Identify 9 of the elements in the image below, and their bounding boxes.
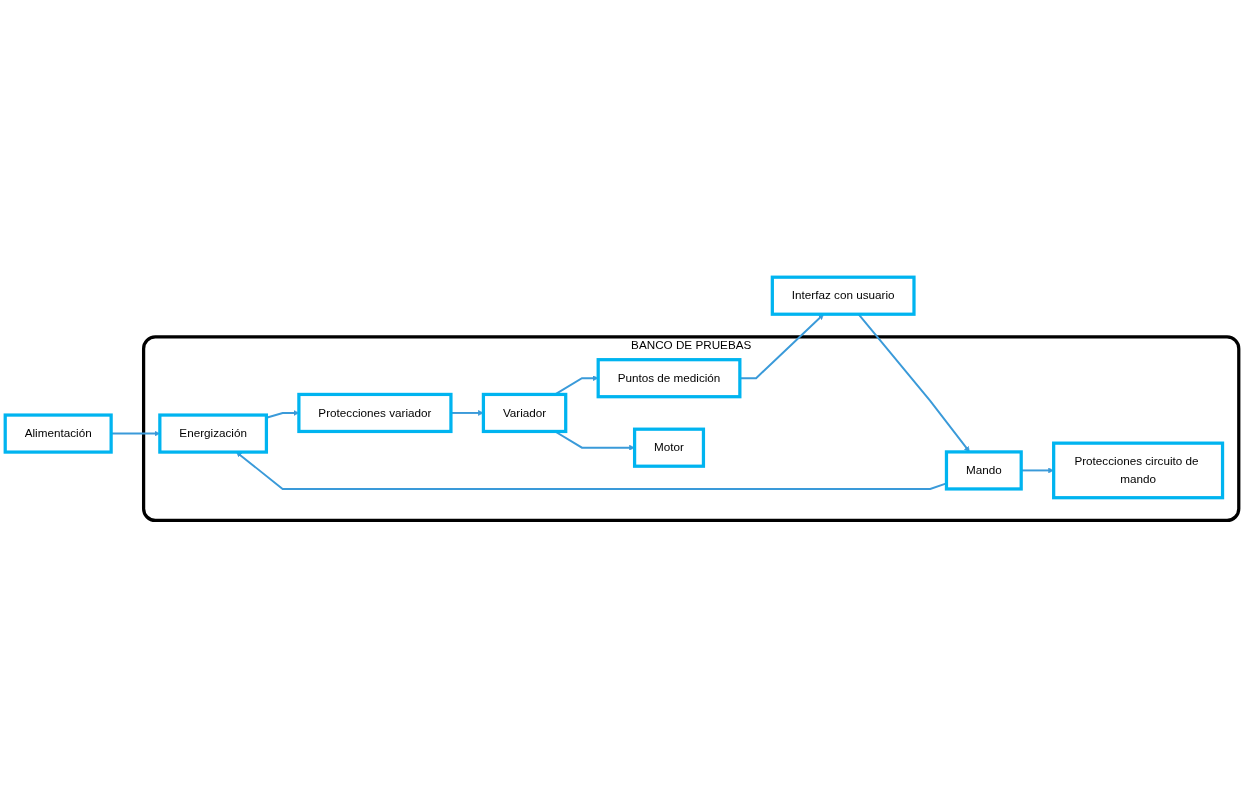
node-box: Puntos de medición [596, 357, 742, 398]
node-box: Interfaz con usuario [770, 275, 916, 316]
node-box: Mando [944, 449, 1023, 491]
node-box: Motor [632, 427, 706, 468]
node-box: Energización [158, 413, 269, 454]
node-box: Protecciones variador [297, 392, 453, 433]
node-box: Protecciones circuito de mando [1052, 441, 1225, 499]
node-box: Variador [481, 392, 568, 433]
node-box: Alimentación [3, 413, 113, 454]
